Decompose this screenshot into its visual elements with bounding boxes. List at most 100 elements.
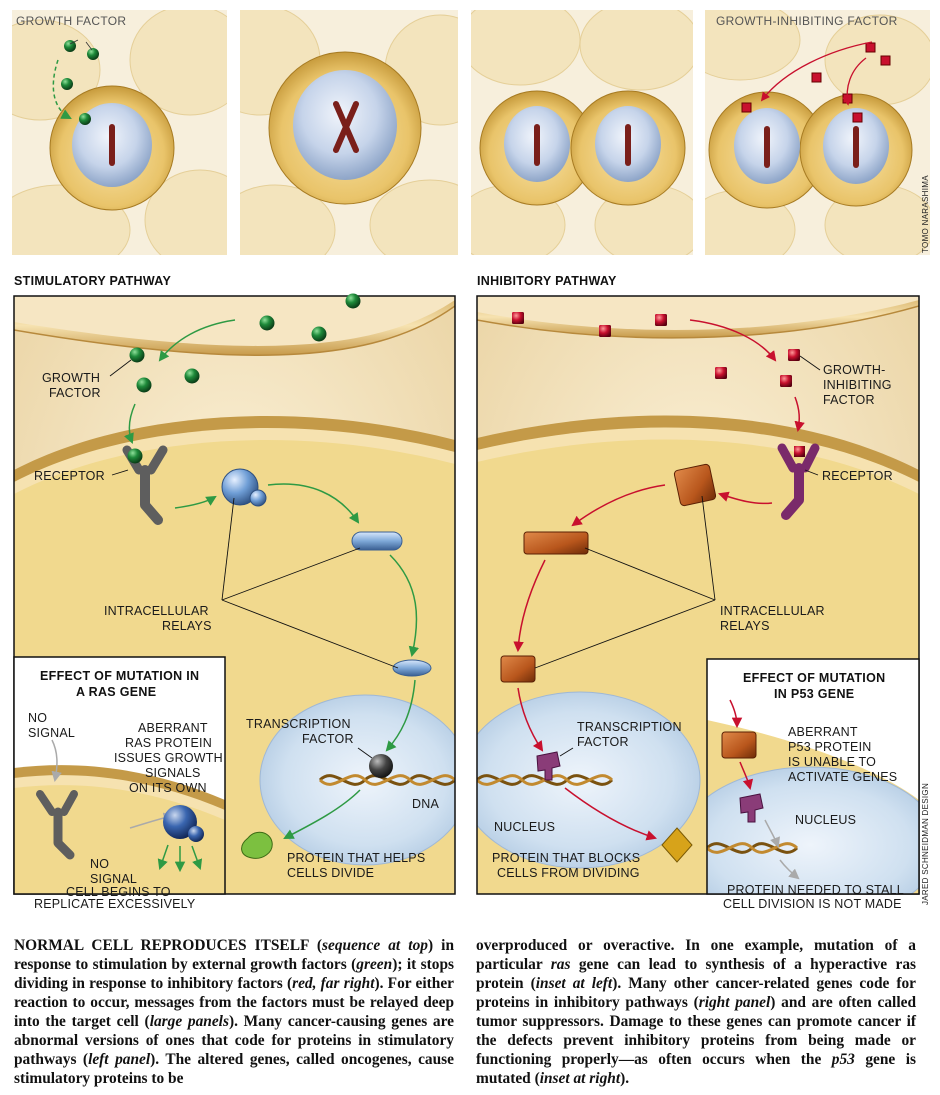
inh-nucleus-label: NUCLEUS	[494, 820, 555, 834]
stimulatory-panel-border	[13, 295, 456, 895]
growth-factor-top-label: GROWTH FACTOR	[16, 14, 126, 28]
stim-relay-3	[392, 659, 432, 677]
caption-segment: inset at left	[535, 975, 613, 992]
caption-segment: ) and are often called tumor suppressors…	[476, 994, 916, 1068]
caption-segment: overproduced or overactive. In one examp…	[476, 937, 916, 973]
ras-aberrant-5: ON ITS OWN	[129, 781, 207, 795]
ras-no-signal-top-2: SIGNAL	[28, 726, 75, 740]
caption-segment: large panels	[149, 1013, 229, 1030]
ras-inset-title-2: A RAS GENE	[76, 685, 156, 699]
credit-top: TOMO NARASHIMA	[921, 175, 930, 253]
caption-segment: ). For either reaction to occur, message…	[14, 975, 454, 1030]
inh-relays-label-1: INTRACELLULAR	[720, 604, 825, 618]
p53-inset-title-1: EFFECT OF MUTATION	[743, 671, 885, 685]
inh-protein-label-2: CELLS FROM DIVIDING	[497, 866, 640, 880]
ras-result-line-2: REPLICATE EXCESSIVELY	[34, 897, 196, 911]
top-panel-3	[471, 10, 693, 255]
stim-tf-label-2: FACTOR	[302, 732, 354, 746]
ras-result-line-1: CELL BEGINS TO	[66, 885, 171, 899]
inh-factor-label-2: INHIBITING	[823, 378, 892, 392]
stim-relay-1	[221, 468, 267, 507]
caption-segment: red, far right	[292, 975, 375, 992]
ras-aberrant-protein	[163, 805, 204, 842]
stim-receptor-label: RECEPTOR	[34, 469, 105, 483]
caption-segment: left panel	[88, 1051, 151, 1068]
inh-relays-label-2: RELAYS	[720, 619, 770, 633]
stim-tf-label-1: TRANSCRIPTION	[246, 717, 351, 731]
stim-growth-factor-label-1: GROWTH	[42, 371, 100, 385]
p53-nucleus-label: NUCLEUS	[795, 813, 856, 827]
inh-relay-2	[523, 531, 589, 555]
ras-aberrant-3: ISSUES GROWTH	[114, 751, 223, 765]
top-panel-1	[12, 10, 227, 255]
stim-relays-label-2: RELAYS	[162, 619, 212, 633]
caption-segment: gene can lead to synthesis of a hyperact…	[476, 956, 916, 992]
ras-receptor	[36, 790, 78, 860]
p53-inset	[706, 658, 920, 895]
stim-transcription-factor	[369, 754, 393, 778]
caption-segment: ) in response to stimulation by external…	[14, 937, 455, 973]
dna-helix	[318, 774, 455, 786]
caption-segment: sequence at top	[322, 937, 428, 954]
p53-result-1: PROTEIN NEEDED TO STALL	[727, 883, 904, 897]
p53-aberrant-3: IS UNABLE TO	[788, 755, 876, 769]
ras-aberrant-1: ABERRANT	[138, 721, 208, 735]
p53-result-2: CELL DIVISION IS NOT MADE	[723, 897, 902, 911]
caption-segment: ); it stops dividing in response to inhi…	[14, 956, 454, 992]
caption-left: NORMAL CELL REPRODUCES ITSELF (sequence …	[14, 936, 454, 1088]
inh-relay-3	[500, 655, 536, 683]
stim-relays-pointer-lines	[221, 497, 399, 669]
top-panel-4	[705, 10, 930, 255]
inh-receptor-label: RECEPTOR	[822, 469, 893, 483]
p53-aberrant-2: P53 PROTEIN	[788, 740, 871, 754]
growth-factor-molecules	[129, 293, 361, 393]
caption-segment: ). Many cancer-causing genes are abnorma…	[14, 1013, 454, 1068]
stimulatory-pathway-title: STIMULATORY PATHWAY	[14, 274, 171, 288]
growth-inhibiting-factor-top-label: GROWTH-INHIBITING FACTOR	[716, 14, 898, 28]
inhibitory-protein-diamond	[661, 827, 693, 863]
p53-aberrant-protein	[739, 793, 764, 823]
stim-relay-2	[351, 531, 403, 551]
ras-growth-signal-arrows	[157, 844, 203, 873]
caption-segment: ). Many other cancer-related genes code …	[476, 975, 917, 1011]
ras-inset-title-1: EFFECT OF MUTATION IN	[40, 669, 199, 683]
dna-label: DNA	[412, 797, 439, 811]
p53-aberrant-4: ACTIVATE GENES	[788, 770, 897, 784]
caption-segment: inset at right	[539, 1070, 621, 1087]
caption-segment: NORMAL CELL REPRODUCES ITSELF (	[14, 937, 323, 954]
ras-aberrant-2: RAS PROTEIN	[125, 736, 212, 750]
inhibitory-pathway-title: INHIBITORY PATHWAY	[477, 274, 617, 288]
inhibiting-factor-molecules	[512, 312, 800, 387]
ras-aberrant-4: SIGNALS	[145, 766, 201, 780]
stim-protein-label-1: PROTEIN THAT HELPS	[287, 851, 425, 865]
ras-no-signal-bottom-1: NO	[90, 857, 109, 871]
stim-receptor	[122, 445, 168, 525]
caption-segment: ras	[550, 956, 571, 973]
stim-protein-label-2: CELLS DIVIDE	[287, 866, 374, 880]
inh-transcription-factor	[536, 751, 561, 781]
caption-segment: p53	[831, 1051, 855, 1068]
inh-factor-label-3: FACTOR	[823, 393, 875, 407]
ras-no-signal-bottom-2: SIGNAL	[90, 872, 137, 886]
growth-protein-blob	[241, 831, 273, 859]
inhibitory-panel-border	[476, 295, 920, 895]
inh-factor-label-1: GROWTH-	[823, 363, 886, 377]
stim-relays-label-1: INTRACELLULAR	[104, 604, 209, 618]
credit-bottom: JARED SCHNEIDMAN DESIGN	[921, 783, 930, 905]
inh-relays-pointer-lines	[534, 495, 716, 669]
inh-tf-label-2: FACTOR	[577, 735, 629, 749]
inh-tf-label-1: TRANSCRIPTION	[577, 720, 682, 734]
p53-relay	[721, 731, 757, 759]
inh-relay-1	[673, 463, 717, 507]
caption-segment: gene is mutated (	[476, 1051, 916, 1087]
stim-growth-factor-label-2: FACTOR	[49, 386, 101, 400]
caption-segment: ). The altered genes, called oncogenes, …	[14, 1051, 454, 1087]
caption-segment: green	[356, 956, 393, 973]
ras-no-signal-top-1: NO	[28, 711, 47, 725]
caption-segment: right panel	[698, 994, 771, 1011]
p53-inset-title-2: IN P53 GENE	[774, 687, 854, 701]
inh-receptor	[777, 443, 820, 520]
p53-aberrant-1: ABERRANT	[788, 725, 858, 739]
top-panel-2	[240, 10, 458, 255]
